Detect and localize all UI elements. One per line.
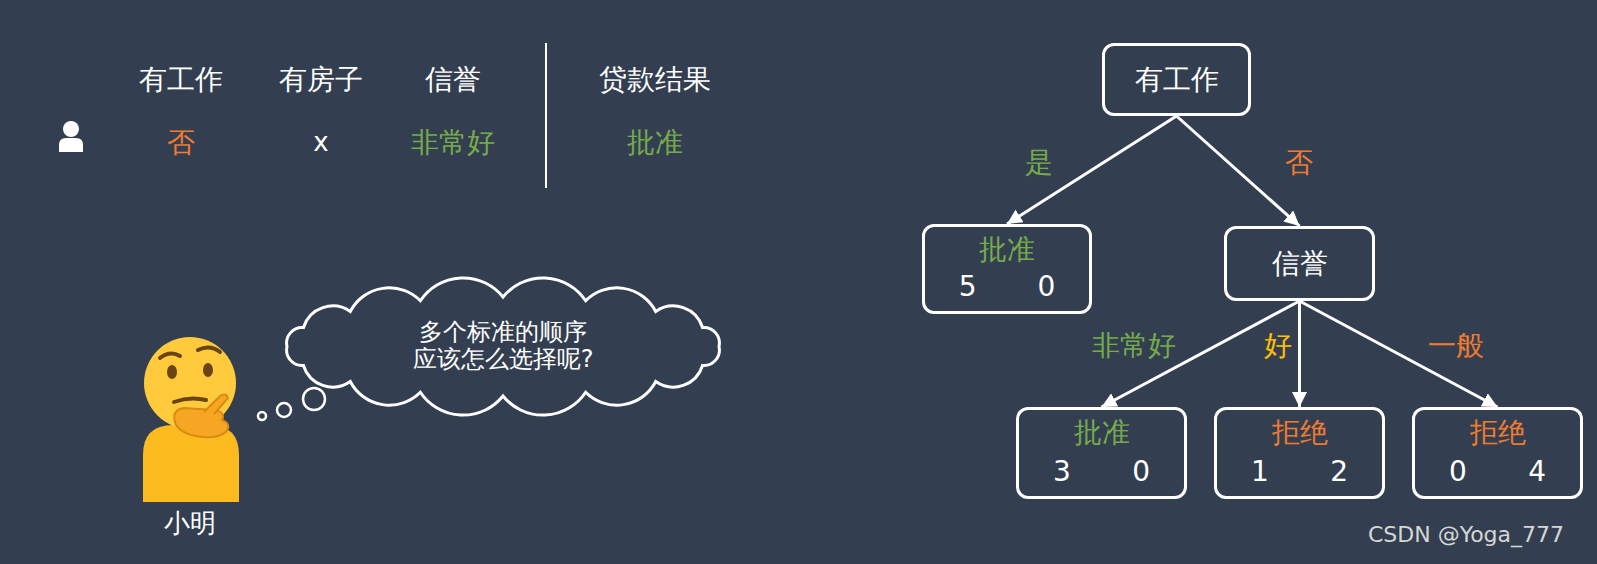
sample-count: 5: [959, 271, 977, 303]
tree-branch: [1300, 301, 1498, 407]
criterion-name: 有工作: [1135, 63, 1219, 95]
decision-result: 批准: [1074, 417, 1130, 449]
leaf-box: 批准3 0: [1016, 407, 1187, 499]
column-header: 有房子: [279, 64, 363, 96]
thought-bubbles: [258, 388, 325, 420]
person-name: 小明: [164, 509, 216, 539]
tree-branch: [1298, 301, 1301, 407]
table-cell: x: [313, 128, 328, 158]
table-cell: 非常好: [411, 127, 495, 159]
thinking-person: [143, 337, 239, 502]
leaf-box: 拒绝0 4: [1412, 407, 1583, 499]
tree-branch: [1177, 116, 1300, 226]
branch-label: 一般: [1428, 330, 1484, 362]
thought-cloud: 多个标准的顺序 应该怎么选择呢?: [265, 275, 741, 418]
sample-count: 3: [1053, 456, 1071, 488]
column-header: 贷款结果: [599, 64, 711, 96]
column-header: 信誉: [425, 64, 481, 96]
leaf-box: 批准5 0: [922, 224, 1092, 314]
table-cell: 否: [167, 127, 195, 159]
criterion-name: 信誉: [1272, 247, 1328, 279]
cloud-shape: [287, 278, 720, 415]
sample-count: 1: [1251, 456, 1269, 488]
branch-label: 否: [1285, 147, 1313, 179]
sample-count: 4: [1528, 456, 1546, 488]
sample-count: 2: [1330, 456, 1348, 488]
leaf-box: 拒绝1 2: [1214, 407, 1385, 499]
sample-count: 0: [1037, 271, 1055, 303]
decision-result: 批准: [979, 234, 1035, 266]
column-header: 有工作: [139, 64, 223, 96]
thought-text: 多个标准的顺序 应该怎么选择呢?: [395, 319, 611, 374]
branch-label: 是: [1025, 147, 1053, 179]
sample-count: 0: [1449, 456, 1467, 488]
table-cell: 批准: [627, 127, 683, 159]
person-icon: [59, 121, 83, 152]
decision-box: 信誉: [1224, 226, 1375, 301]
branch-label: 好: [1264, 330, 1292, 362]
decision-result: 拒绝: [1272, 417, 1328, 449]
sample-count: 0: [1132, 456, 1150, 488]
decision-box: 有工作: [1102, 43, 1251, 116]
decision-result: 拒绝: [1470, 417, 1526, 449]
tree-branch: [1007, 116, 1177, 224]
table-divider: [545, 43, 547, 188]
branch-label: 非常好: [1092, 330, 1176, 362]
watermark: CSDN @Yoga_777: [1368, 522, 1564, 547]
